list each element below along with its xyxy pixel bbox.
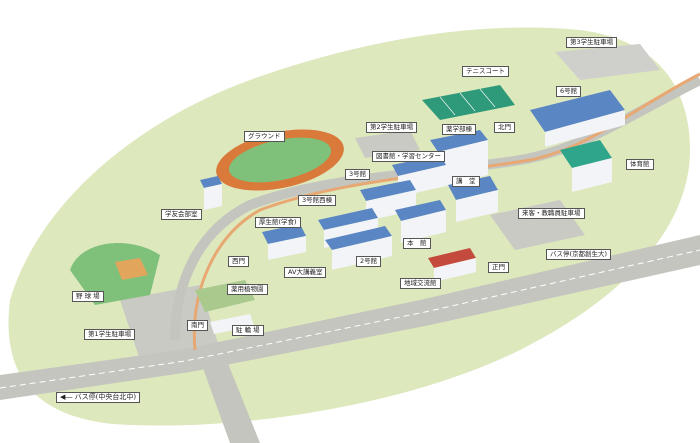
label-library: 図書館・学習センター (372, 151, 445, 162)
bicycle-parking (210, 314, 254, 334)
label-parking-2: 第2学生駐車場 (366, 122, 418, 133)
label-building-6: 6号館 (556, 86, 582, 97)
label-gym: 体育館 (626, 159, 654, 170)
athletic-field (228, 137, 332, 183)
label-herb-garden: 薬用植物園 (227, 284, 268, 295)
building-6 (530, 90, 625, 147)
building-honkan (395, 200, 446, 243)
label-club-room: 学友会部室 (161, 209, 202, 220)
label-west-gate: 西門 (228, 256, 249, 267)
label-bus-stop-left: ◀― バス停(中央台北中) (56, 392, 141, 403)
label-main-gate: 正門 (488, 262, 509, 273)
label-parking-1: 第1学生駐車場 (84, 329, 136, 340)
parking-3-area (555, 44, 660, 80)
label-staff-parking: 来客・教職員駐車場 (518, 208, 585, 219)
label-bicycle-parking: 駐 輪 場 (232, 325, 264, 336)
label-building-2: 2号館 (356, 256, 382, 267)
label-baseball: 野 球 場 (72, 291, 104, 302)
label-av-hall: AV大講義室 (284, 267, 327, 278)
side-road (200, 356, 260, 443)
label-parking-3: 第3学生駐車場 (566, 37, 618, 48)
welfare-hall (262, 224, 306, 260)
label-north-gate: 北門 (494, 122, 515, 133)
building-3 (360, 180, 416, 221)
arrow-left-icon: ◀― (60, 393, 73, 401)
club-room (200, 176, 222, 210)
label-building-3-west: 3号館西棟 (298, 195, 337, 206)
building-2 (325, 226, 392, 270)
gymnasium (560, 140, 612, 192)
community-hall (428, 248, 476, 282)
auditorium (448, 176, 498, 222)
label-welfare-hall: 厚生館(学食) (255, 217, 301, 228)
label-community-hall: 地域交流館 (400, 278, 441, 289)
label-tennis: テニスコート (462, 66, 509, 77)
label-pharmacy: 薬学部棟 (442, 124, 476, 135)
main-road (0, 235, 700, 400)
label-ground: グラウンド (244, 131, 285, 142)
label-auditorium: 講 堂 (452, 176, 480, 187)
tennis-courts (422, 85, 515, 120)
label-south-gate: 南門 (187, 320, 208, 331)
label-building-3: 3号館 (345, 169, 371, 180)
label-bus-stop-right: バス停(京都創生大) (546, 249, 612, 260)
label-honkan: 本 館 (403, 238, 431, 249)
